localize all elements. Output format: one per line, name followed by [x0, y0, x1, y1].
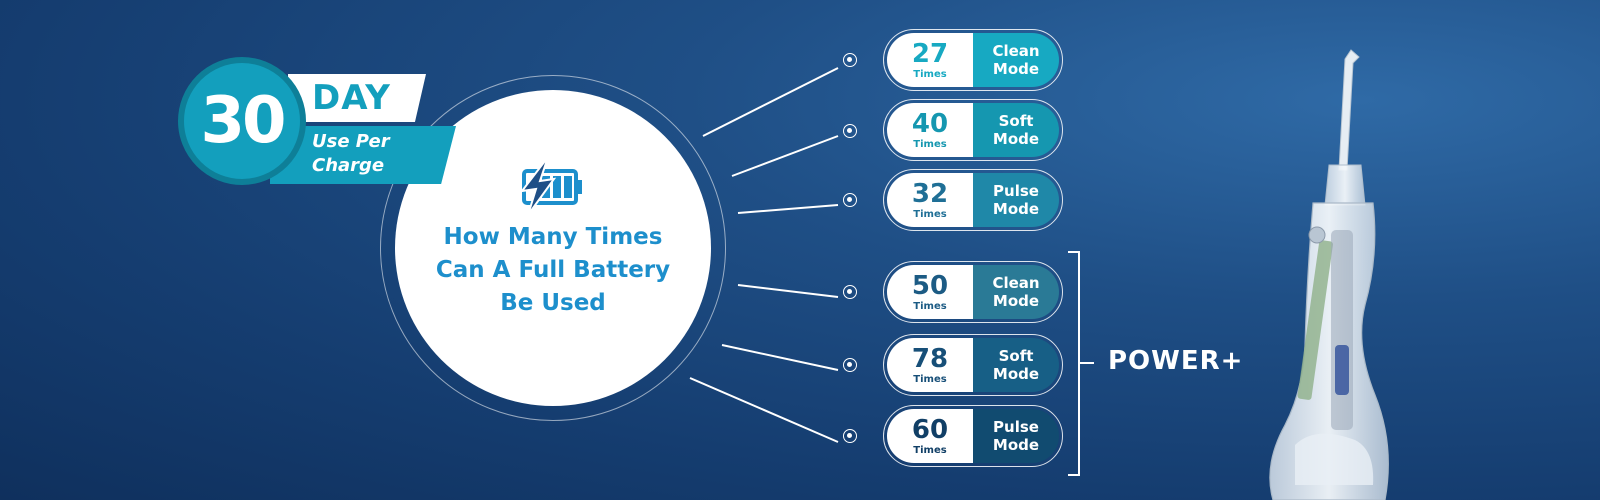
- mode-name-line1: Clean: [992, 274, 1040, 292]
- connector-dot: [843, 429, 857, 443]
- outer-ring: [380, 75, 726, 421]
- connector-dot: [843, 124, 857, 138]
- mode-name-line1: Pulse: [993, 182, 1039, 200]
- connector-dot: [843, 53, 857, 67]
- mode-name-line2: Mode: [992, 436, 1040, 454]
- mode-count: 60: [911, 414, 949, 445]
- mode-count: 50: [911, 270, 949, 301]
- mode-name-line1: Pulse: [993, 418, 1039, 436]
- mode-name-line2: Mode: [992, 292, 1040, 310]
- mode-count-box: 32 Times: [887, 173, 973, 227]
- mode-unit: Times: [913, 373, 947, 385]
- badge-number-circle: 30: [178, 57, 306, 185]
- mode-unit: Times: [913, 444, 947, 456]
- mode-name-line1: Clean: [992, 42, 1040, 60]
- mode-count-box: 27 Times: [887, 33, 973, 87]
- mode-count-box: 50 Times: [887, 265, 973, 319]
- power-label: POWER+: [1108, 346, 1244, 376]
- mode-count-box: 60 Times: [887, 409, 973, 463]
- mode-name-line1: Soft: [998, 112, 1034, 130]
- connector-dot: [843, 358, 857, 372]
- connector-line: [689, 377, 839, 443]
- mode-count: 32: [911, 178, 949, 209]
- power-bracket-tick: [1080, 362, 1094, 364]
- mode-unit: Times: [913, 208, 947, 220]
- mode-name-line2: Mode: [992, 130, 1040, 148]
- connector-line: [737, 284, 839, 298]
- connector-line: [702, 67, 839, 137]
- water-flosser-image: [1269, 49, 1389, 500]
- connector-line: [721, 344, 839, 371]
- mode-unit: Times: [913, 138, 947, 150]
- center-title-line2: Can A Full Battery: [435, 256, 671, 283]
- connector-dot: [843, 285, 857, 299]
- power-bracket: [1068, 251, 1080, 476]
- mode-name-line2: Mode: [992, 365, 1040, 383]
- center-title: How Many Times Can A Full Battery Be Use…: [418, 221, 688, 320]
- battery-lightning-icon: [519, 156, 582, 215]
- badge-use-line2: Charge: [312, 155, 385, 176]
- badge-use-line1: Use Per: [312, 131, 390, 152]
- mode-count-box: 78 Times: [887, 338, 973, 392]
- mode-count: 27: [911, 38, 949, 69]
- mode-name-line1: Soft: [998, 347, 1034, 365]
- badge-day-text: DAY: [312, 78, 391, 118]
- connector-dot: [843, 193, 857, 207]
- mode-unit: Times: [913, 68, 947, 80]
- mode-name-line2: Mode: [992, 60, 1040, 78]
- connector-line: [737, 204, 839, 214]
- badge-day-banner: DAY: [288, 74, 426, 122]
- center-title-line1: How Many Times: [443, 223, 663, 250]
- mode-count-box: 40 Times: [887, 103, 973, 157]
- mode-unit: Times: [913, 300, 947, 312]
- center-title-line3: Be Used: [500, 289, 606, 316]
- mode-count: 78: [911, 343, 949, 374]
- connector-line: [731, 135, 839, 177]
- mode-name-line2: Mode: [992, 200, 1040, 218]
- badge-number: 30: [200, 84, 286, 158]
- mode-count: 40: [911, 108, 949, 139]
